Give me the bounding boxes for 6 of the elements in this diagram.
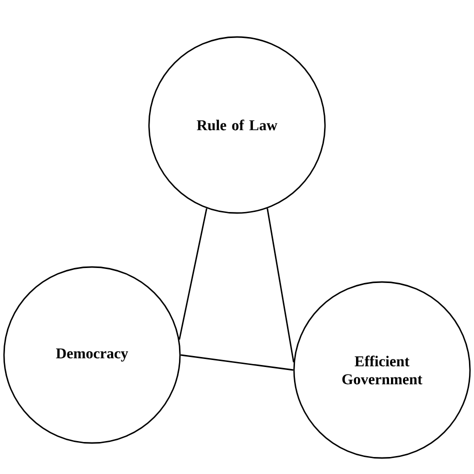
line [180, 354, 294, 371]
circle-node: Efficient Government [293, 281, 471, 459]
circle-node: Democracy [3, 266, 181, 444]
line [178, 208, 208, 340]
line [266, 208, 294, 362]
circle-node: Rule of Law [148, 36, 326, 214]
